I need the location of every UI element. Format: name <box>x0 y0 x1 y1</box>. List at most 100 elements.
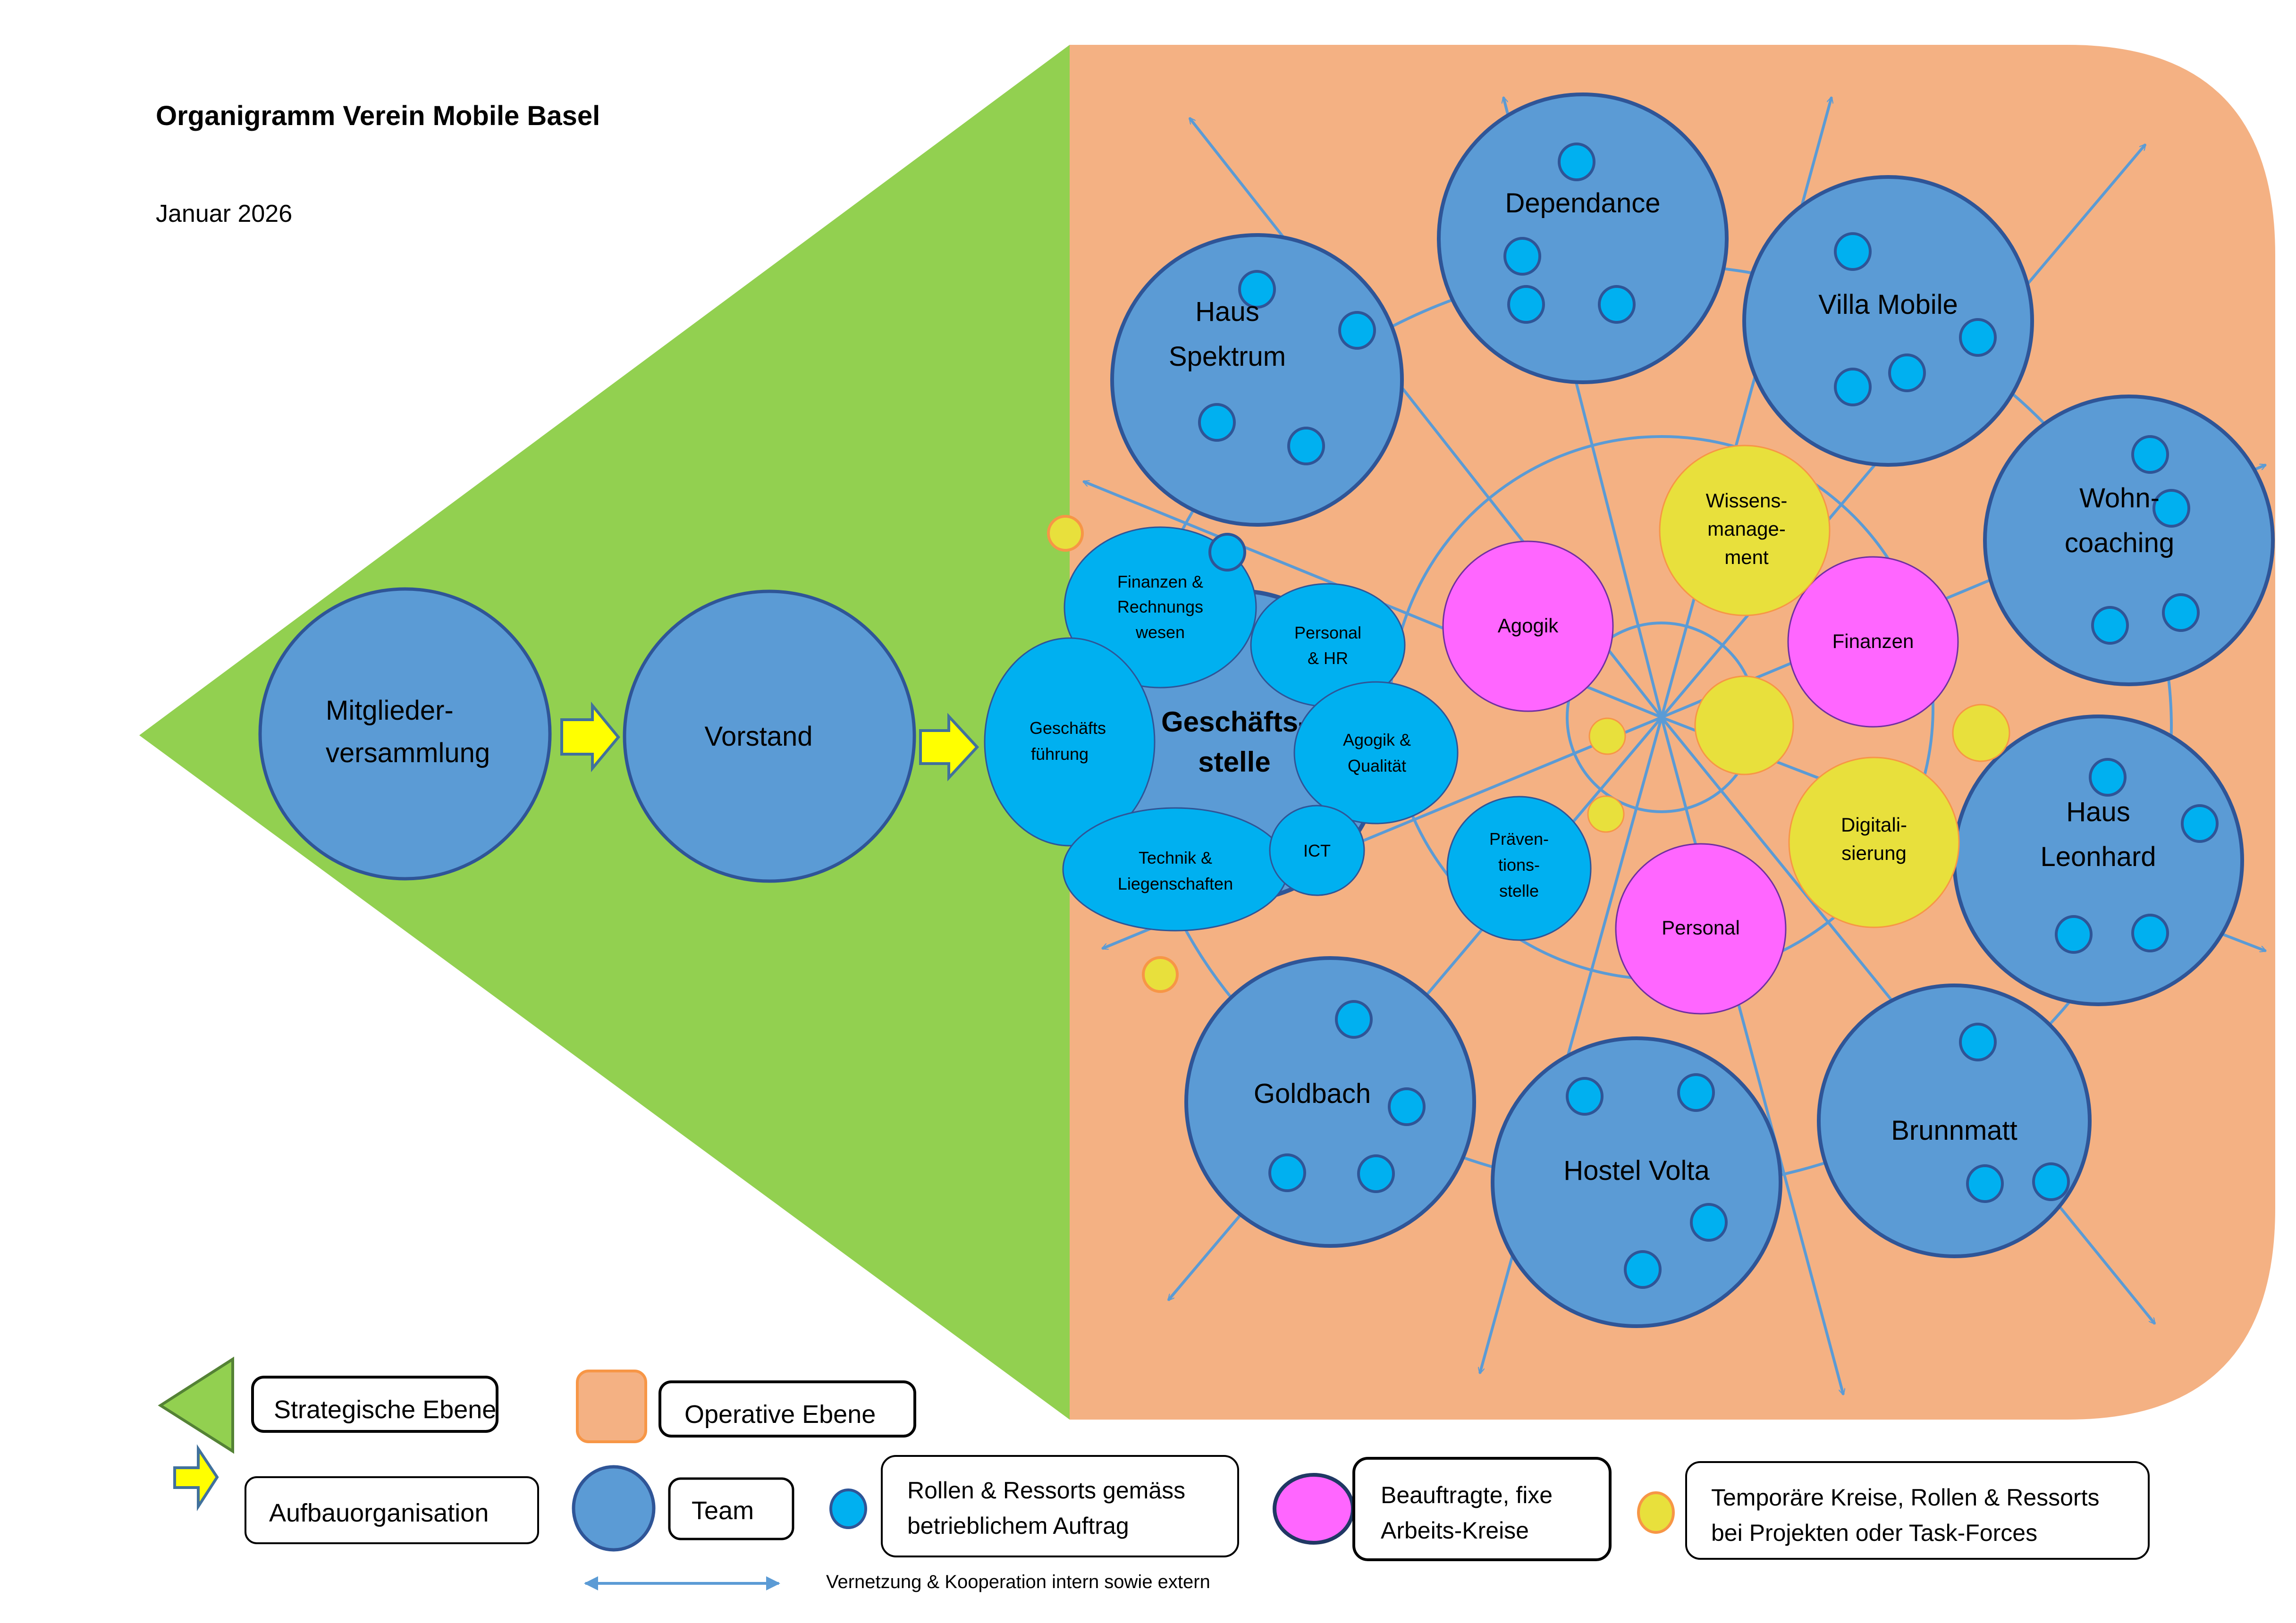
structure-arrow <box>919 713 979 782</box>
svg-text:Digitali-: Digitali- <box>1841 814 1907 836</box>
team-hostel-volta[interactable]: Hostel Volta <box>1491 1036 1782 1328</box>
office-unit-finanzen-rechnungswesen[interactable]: Finanzen & Rechnungs wesen <box>1064 526 1257 689</box>
circle-finanzen[interactable]: Finanzen <box>1787 556 1959 728</box>
office-unit-personal-hr[interactable]: Personal & HR <box>1250 583 1406 707</box>
circle-praeventionsstelle[interactable]: Präven- tions- stelle <box>1446 796 1592 941</box>
structure-arrow <box>560 701 620 773</box>
board-label: Vorstand <box>705 721 813 752</box>
svg-text:Präven-: Präven- <box>1489 829 1549 849</box>
legend-team-box <box>668 1477 794 1540</box>
role-circle[interactable] <box>1388 1087 1426 1126</box>
svg-text:führung: führung <box>1031 744 1089 764</box>
office-unit-agogik-qualitaet[interactable]: Agogik & Qualität <box>1293 681 1459 824</box>
svg-text:Agogik &: Agogik & <box>1343 730 1411 749</box>
role-circle[interactable] <box>1690 1203 1728 1242</box>
role-circle[interactable] <box>2162 593 2200 632</box>
temporary-circle[interactable] <box>1694 675 1794 775</box>
circle-personal[interactable]: Personal <box>1615 843 1787 1015</box>
team-label: Haus <box>1195 296 1259 327</box>
role-circle[interactable] <box>1834 368 1872 406</box>
role-circle[interactable] <box>1959 318 1997 357</box>
team-label: Hostel Volta <box>1563 1155 1710 1186</box>
role-circle[interactable] <box>1834 232 1872 271</box>
role-circle[interactable] <box>2181 804 2219 843</box>
team-circle <box>1437 93 1729 384</box>
role-circle[interactable] <box>1287 427 1325 465</box>
board[interactable]: Vorstand <box>623 589 916 883</box>
office-unit-technik-liegenschaften[interactable]: Technik & Liegenschaften <box>1062 807 1289 932</box>
office-title-line2: stelle <box>1198 746 1270 778</box>
svg-text:ICT: ICT <box>1303 841 1331 860</box>
svg-text:tions-: tions- <box>1498 855 1540 875</box>
role-circle[interactable] <box>1335 1000 1373 1039</box>
role-circle[interactable] <box>1208 533 1246 572</box>
svg-text:Wissens-: Wissens- <box>1706 489 1788 512</box>
role-circle[interactable] <box>1888 353 1926 392</box>
office-title-line1: Geschäfts- <box>1161 706 1308 738</box>
team-label: Leonhard <box>2040 841 2156 872</box>
temporary-circle[interactable] <box>1142 956 1179 993</box>
role-circle[interactable] <box>1624 1250 1662 1289</box>
role-circle[interactable] <box>1558 143 1595 181</box>
team-brunnmatt[interactable]: Brunnmatt <box>1817 984 2092 1258</box>
svg-text:& HR: & HR <box>1308 648 1348 668</box>
svg-text:Rechnungs: Rechnungs <box>1117 597 1203 616</box>
team-circle <box>1110 233 1404 527</box>
temporary-circle[interactable] <box>1588 717 1626 755</box>
role-circle[interactable] <box>2032 1162 2070 1201</box>
team-label: Haus <box>2066 797 2130 827</box>
team-label: coaching <box>2065 528 2174 558</box>
circle-agogik[interactable]: Agogik <box>1442 540 1614 712</box>
team-dependance[interactable]: Dependance <box>1437 93 1729 384</box>
role-circle[interactable] <box>1503 237 1541 276</box>
role-circle[interactable] <box>1507 285 1545 324</box>
legend-temporary-line1: Temporäre Kreise, Rollen & Ressorts <box>1711 1484 2100 1511</box>
circle-wissensmanagement[interactable]: Wissens- manage- ment <box>1659 445 1831 616</box>
role-circle[interactable] <box>2152 489 2190 528</box>
team-circle <box>1491 1036 1782 1328</box>
temporary-circle[interactable] <box>1047 515 1084 552</box>
role-circle[interactable] <box>1357 1154 1395 1193</box>
role-circle[interactable] <box>2091 606 2129 645</box>
legend-fixed-line2: Arbeits-Kreise <box>1381 1517 1529 1544</box>
members-label-line1: Mitglieder- <box>326 695 454 726</box>
team-circle <box>1742 175 2034 467</box>
legend-team-icon <box>572 1465 656 1552</box>
role-circle[interactable] <box>1598 285 1636 324</box>
office-unit-ict[interactable]: ICT <box>1269 805 1365 896</box>
legend-team-label: Team <box>692 1497 754 1525</box>
role-circle[interactable] <box>1677 1073 1715 1112</box>
office-unit-geschaeftsfuehrung[interactable]: Geschäfts führung <box>984 637 1156 847</box>
circle-digitalisierung[interactable]: Digitali- sierung <box>1788 757 1960 928</box>
legend-structure-label: Aufbauorganisation <box>269 1499 489 1527</box>
temporary-circle[interactable] <box>1952 704 2010 762</box>
role-circle[interactable] <box>1566 1077 1604 1116</box>
role-circle[interactable] <box>1966 1164 2004 1203</box>
svg-text:Technik &: Technik & <box>1139 848 1212 867</box>
team-circle <box>1184 956 1476 1248</box>
team-villa-mobile[interactable]: Villa Mobile <box>1742 175 2034 467</box>
role-circle[interactable] <box>2055 915 2093 954</box>
role-circle[interactable] <box>1338 311 1376 350</box>
team-wohncoaching[interactable]: Wohn-coaching <box>1983 395 2275 686</box>
role-circle[interactable] <box>1268 1153 1306 1192</box>
office[interactable]: Geschäfts- stelle Finanzen & Rechnungs w… <box>984 526 1459 932</box>
legend-temporary-icon <box>1637 1491 1675 1534</box>
svg-text:Finanzen: Finanzen <box>1832 630 1914 652</box>
legend-strategic-box <box>251 1376 498 1433</box>
role-circle[interactable] <box>1959 1023 1997 1061</box>
role-circle[interactable] <box>2089 758 2127 797</box>
svg-text:Finanzen &: Finanzen & <box>1117 572 1203 591</box>
temporary-circle[interactable] <box>1587 795 1625 833</box>
svg-text:Personal: Personal <box>1294 623 1361 642</box>
members-assembly[interactable]: Mitglieder- versammlung <box>258 587 552 881</box>
team-goldbach[interactable]: Goldbach <box>1184 956 1476 1248</box>
legend-roles-line2: betrieblichem Auftrag <box>907 1513 1129 1539</box>
role-circle[interactable] <box>2131 435 2169 474</box>
role-circle[interactable] <box>2131 914 2169 952</box>
role-circle[interactable] <box>1198 403 1236 442</box>
role-circle[interactable] <box>1238 270 1276 309</box>
